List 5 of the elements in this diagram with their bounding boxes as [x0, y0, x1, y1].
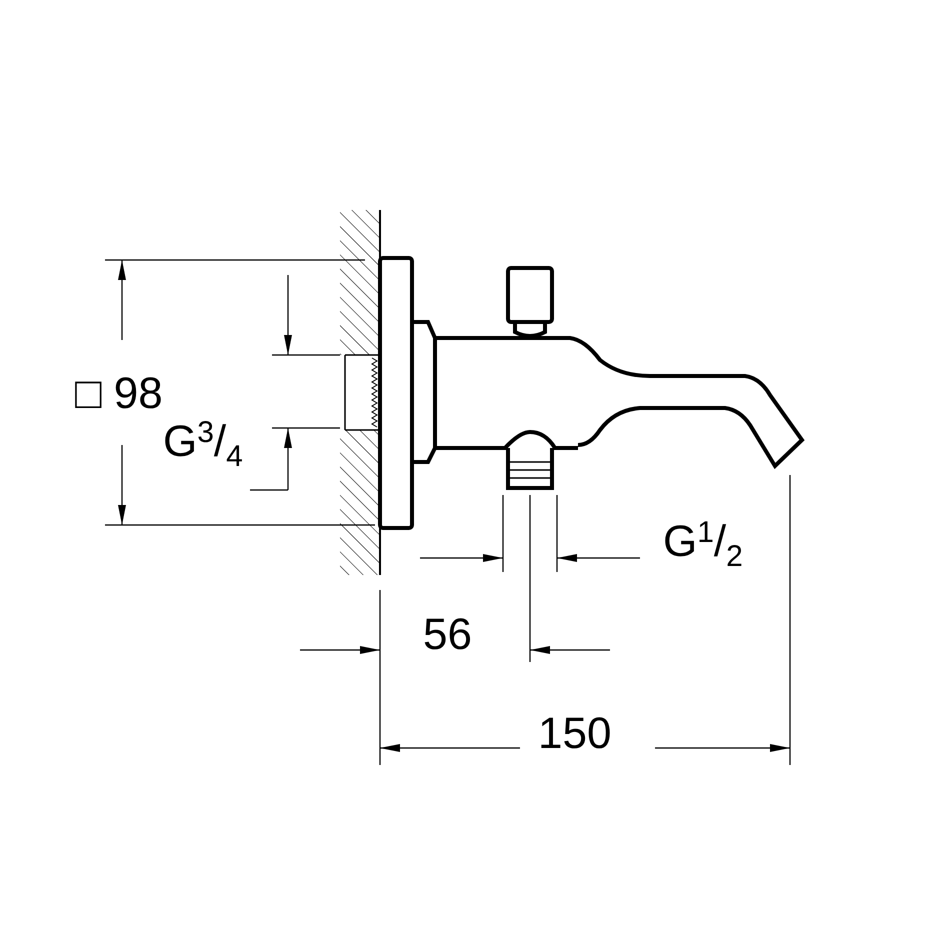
dimension-label: 150	[538, 712, 612, 756]
dimension-label: G$^{3}$/$_{4}$	[163, 418, 243, 472]
dimension-label: 56	[423, 613, 472, 657]
dimension-label: □ 98	[75, 372, 163, 416]
dimension-label: G$^{1}$/$_{2}$	[663, 518, 743, 572]
